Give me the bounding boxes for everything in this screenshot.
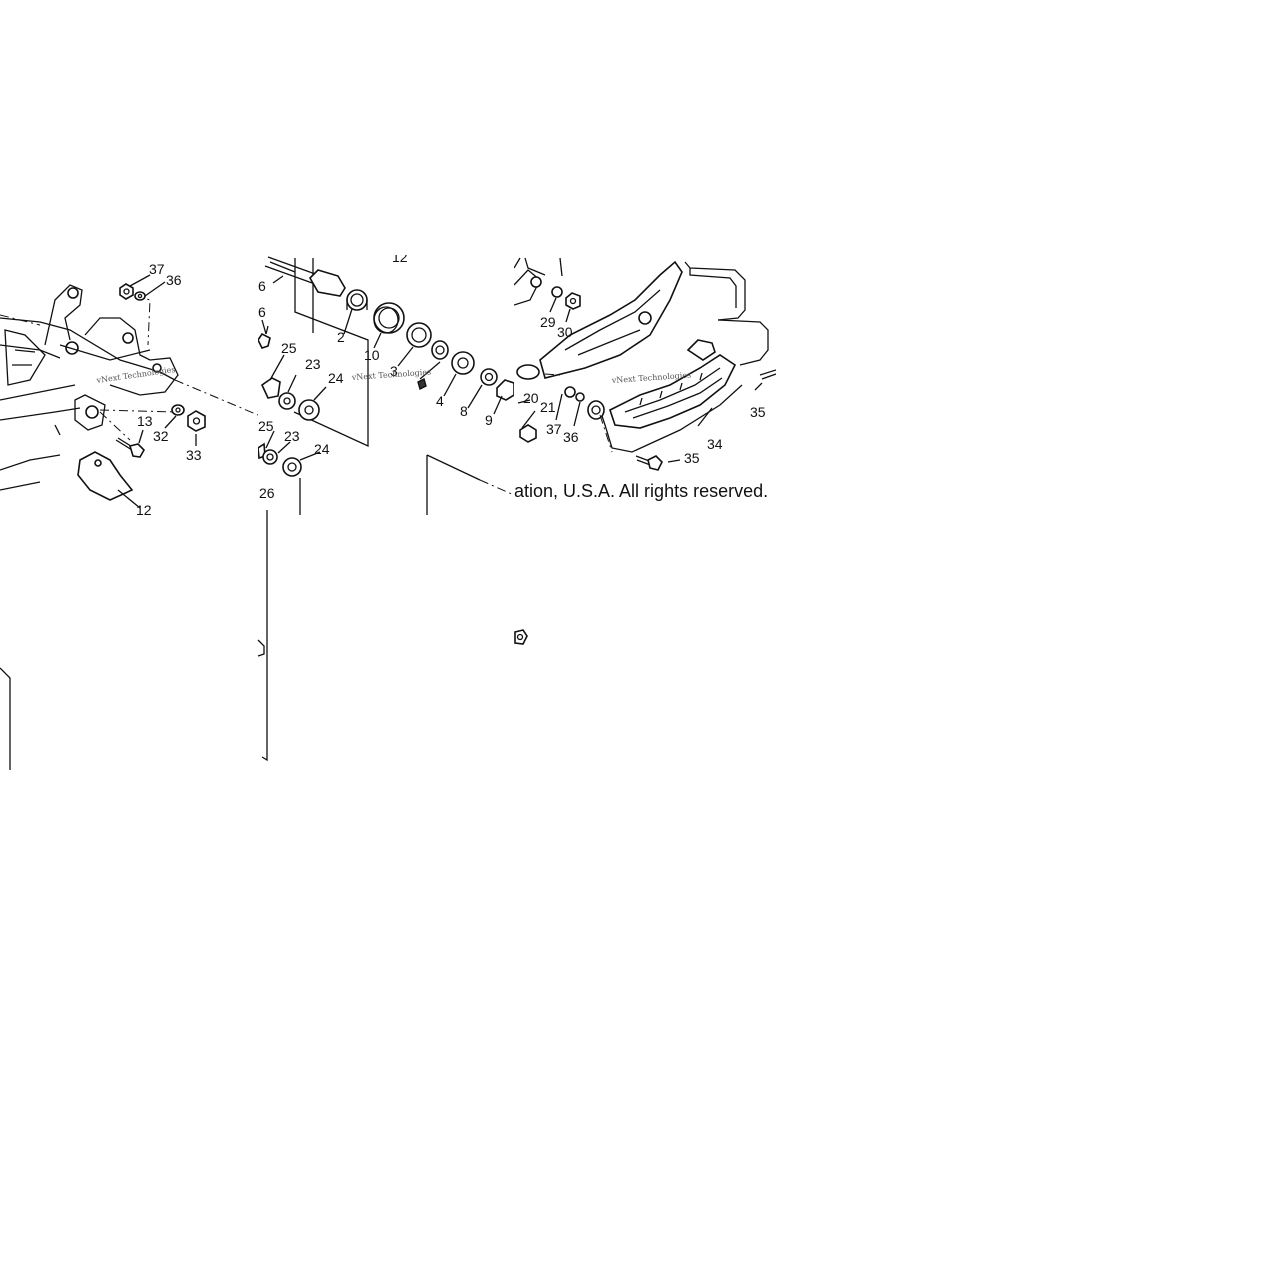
swingarm-drawing: 37 36 13 32 33 12 vNext Technologies (0, 261, 258, 518)
watermark: vNext Technologies (95, 365, 176, 385)
label-33: 33 (186, 447, 202, 463)
label-12: 12 (136, 502, 152, 518)
footrest-drawing: 29 30 20 21 37 36 35 34 35 vNext Technol… (514, 257, 776, 501)
label-25a: 25 (281, 340, 297, 356)
label-35a: 35 (750, 404, 766, 420)
label-20: 20 (523, 390, 539, 406)
label-34: 34 (707, 436, 723, 452)
label-3: 3 (390, 363, 398, 379)
watermark: vNext Technologies (351, 367, 432, 382)
fastener-fragment (514, 629, 528, 645)
label-2: 2 (337, 329, 345, 345)
label-21: 21 (540, 399, 556, 415)
label-23a: 23 (305, 356, 321, 372)
label-37: 37 (149, 261, 165, 277)
frame-edge (0, 667, 11, 770)
label-13: 13 (137, 413, 153, 429)
label-36: 36 (166, 272, 182, 288)
frame-edge (261, 515, 268, 762)
label-12-top: 12 (392, 249, 408, 265)
label-23b: 23 (284, 428, 300, 444)
label-9: 9 (485, 412, 493, 428)
right-panel: 29 30 20 21 37 36 35 34 35 vNext Technol… (514, 257, 776, 645)
label-6b: 6 (258, 304, 266, 320)
nut-37 (119, 283, 134, 300)
label-6a: 6 (258, 278, 266, 294)
pivot-hardware-drawing: 12 (258, 249, 514, 515)
label-29: 29 (540, 314, 556, 330)
label-24b: 24 (314, 441, 330, 457)
bolt-13 (115, 437, 145, 458)
left-panel: 37 36 13 32 33 12 vNext Technologies (0, 261, 258, 770)
washer-36 (134, 291, 146, 301)
label-24a: 24 (328, 370, 344, 386)
label-25b: 25 (258, 418, 274, 434)
label-36: 36 (563, 429, 579, 445)
label-30: 30 (557, 324, 573, 340)
label-37: 37 (546, 421, 562, 437)
middle-panel: 12 (257, 249, 514, 762)
label-10: 10 (364, 347, 380, 363)
copyright-notice: ation, U.S.A. All rights reserved. (514, 481, 768, 501)
label-8: 8 (460, 403, 468, 419)
washer-32 (171, 404, 185, 416)
label-26: 26 (259, 485, 275, 501)
nut-33 (187, 410, 206, 432)
label-35b: 35 (684, 450, 700, 466)
label-32: 32 (153, 428, 169, 444)
frame-fragment (257, 639, 265, 657)
label-4: 4 (436, 393, 444, 409)
